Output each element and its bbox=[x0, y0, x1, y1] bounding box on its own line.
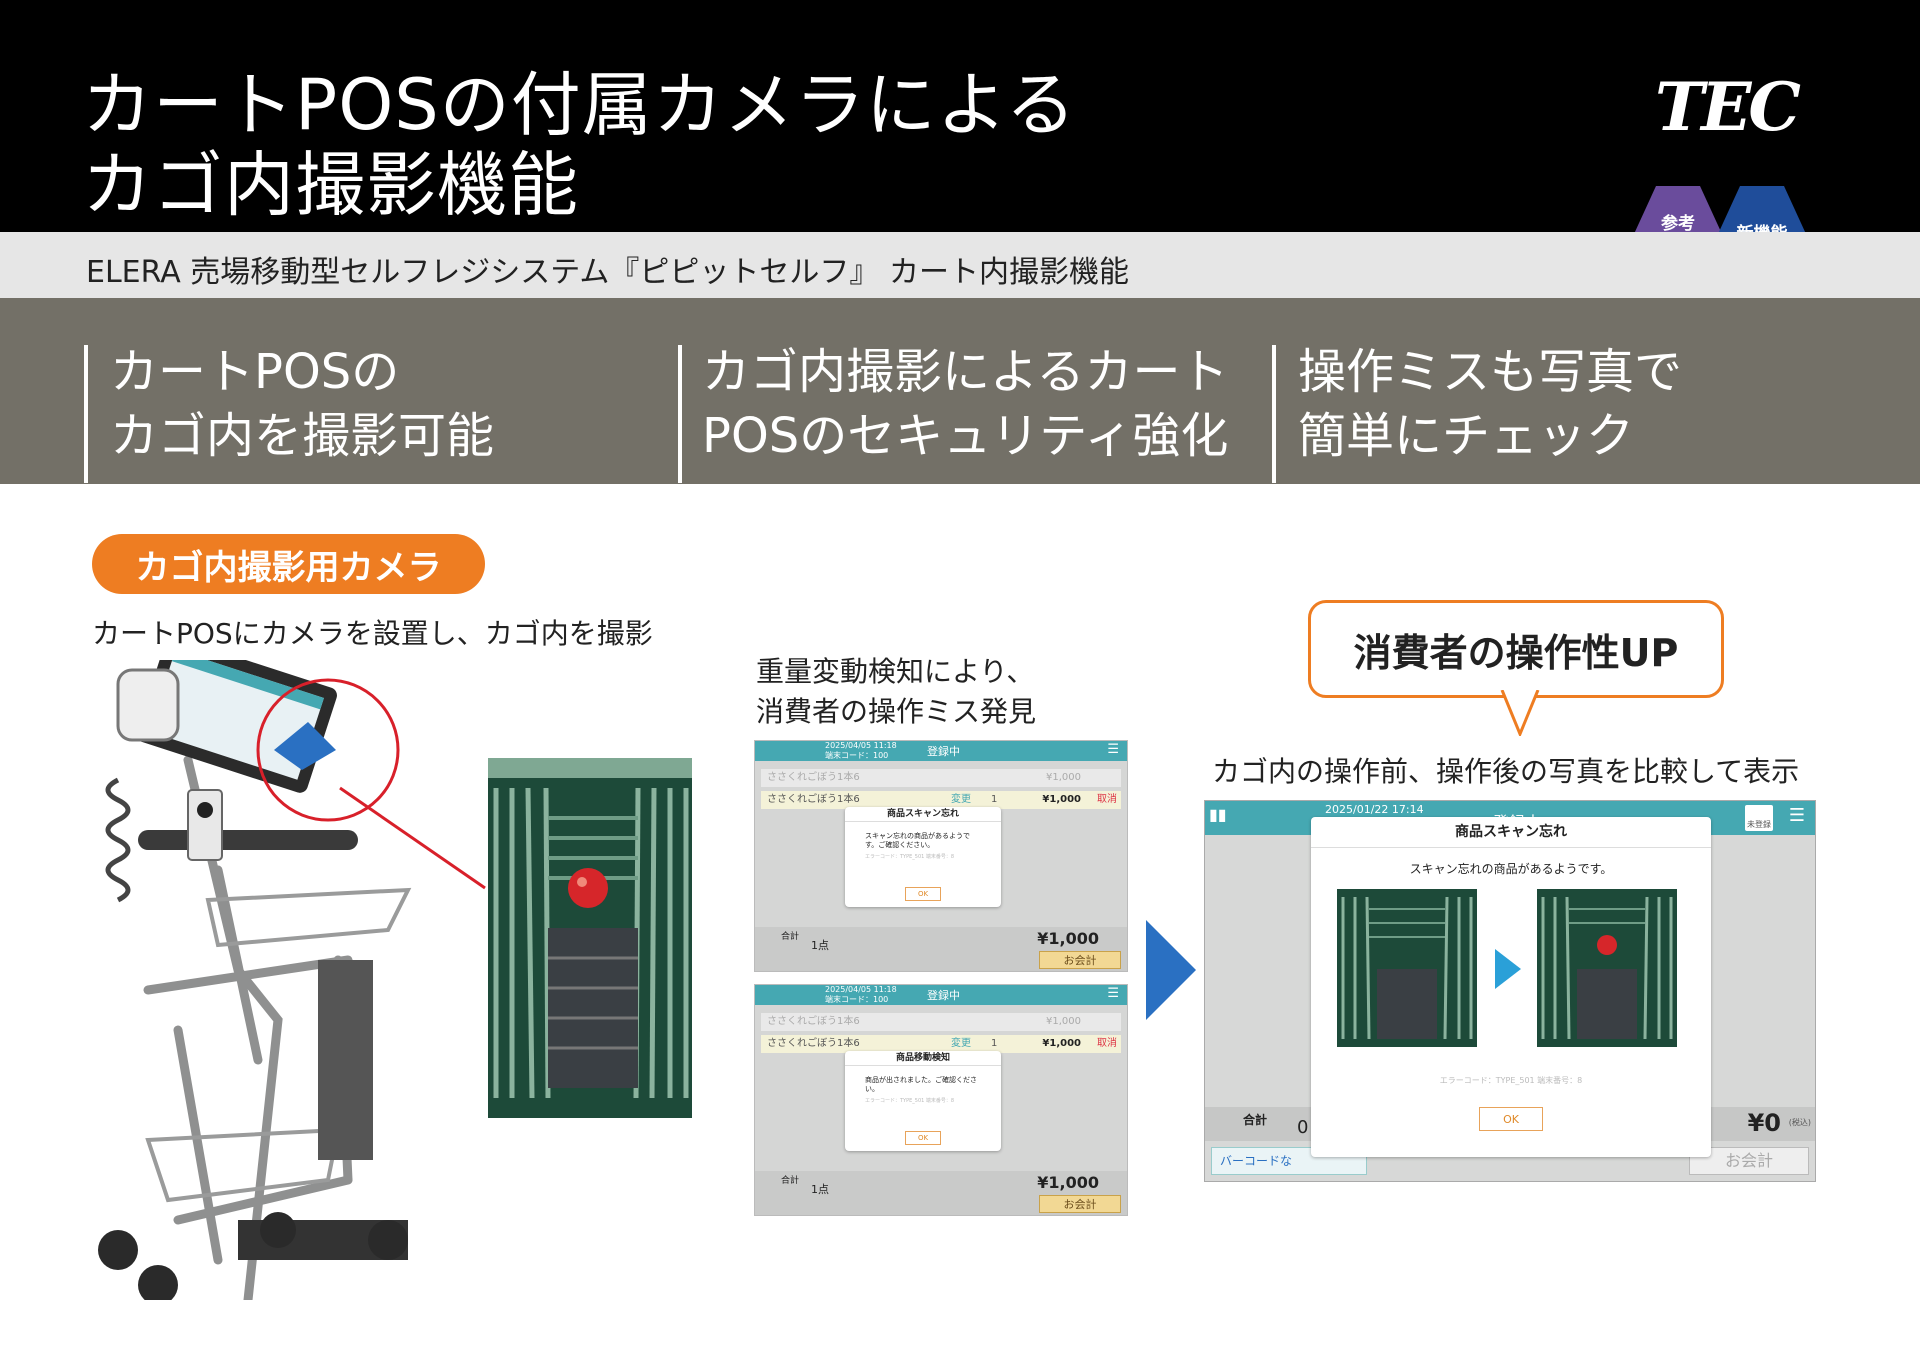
screen-topbar bbox=[755, 985, 1127, 1005]
basket-photo bbox=[488, 758, 692, 1118]
apple bbox=[1597, 935, 1617, 955]
battery-column bbox=[318, 960, 373, 1160]
menu-icon[interactable]: ☰ bbox=[1107, 986, 1119, 1001]
menu-icon[interactable]: ☰ bbox=[1788, 805, 1805, 826]
subtitle: ELERA 売場移動型セルフレジシステム『ピピットセルフ』 カート内撮影機能 bbox=[86, 255, 1129, 290]
comparison-caption: カゴ内の操作前、操作後の写真を比較して表示 bbox=[1212, 755, 1800, 788]
total-label: 合計 bbox=[1243, 1113, 1268, 1127]
usability-callout: 消費者の操作性UP bbox=[1308, 600, 1724, 698]
checkout-button[interactable]: お会計 bbox=[1039, 1195, 1121, 1213]
item-moved-screen: 2025/04/05 11:18 端末コード：100 登録中 ☰ ささくれごぼう… bbox=[754, 984, 1128, 1216]
camera-pill-label: カゴ内撮影用カメラ bbox=[92, 534, 485, 594]
terminal-code: 端末コード：100 bbox=[825, 751, 889, 760]
total-amount: ¥1,000 bbox=[1037, 1173, 1099, 1192]
total-label: 合計 bbox=[781, 932, 800, 942]
item-row-dim: ささくれごぼう1本6¥1,000 bbox=[761, 1013, 1121, 1031]
tec-logo: TEC bbox=[1655, 68, 1801, 146]
signal-icon: ▮▮ bbox=[1209, 805, 1227, 824]
checkout-button[interactable]: お会計 bbox=[1039, 951, 1121, 969]
ok-button[interactable]: OK bbox=[1479, 1107, 1543, 1131]
dialog-message: スキャン忘れの商品があるようです。 bbox=[1409, 862, 1613, 876]
status-label: 登録中 bbox=[927, 989, 960, 1002]
detection-caption: 重量変動検知により、 消費者の操作ミス発見 bbox=[756, 652, 1036, 732]
camera-caption: カートPOSにカメラを設置し、カゴ内を撮影 bbox=[92, 617, 653, 650]
page-title-line1: カートPOSの付属カメラによる bbox=[82, 64, 1077, 146]
dialog-title: 商品移動検知 bbox=[845, 1051, 1001, 1066]
apple bbox=[568, 868, 608, 908]
divider bbox=[84, 345, 88, 483]
comparison-screen: ▮▮ 2025/01/22 17:14 登録中 未登録 ☰ 合計 0 ¥0 (税… bbox=[1204, 800, 1816, 1182]
arrow-right-icon bbox=[1146, 920, 1196, 1020]
dialog-message: スキャン忘れの商品があるようで す。ご確認ください。 bbox=[865, 832, 970, 849]
highlight-callout bbox=[256, 678, 486, 890]
dialog: 商品移動検知 商品が出されました。ご確認くださ い。 エラーコード：TYPE_5… bbox=[845, 1051, 1001, 1151]
screen-time: 2025/01/22 17:14 bbox=[1325, 803, 1424, 816]
dialog-title: 商品スキャン忘れ bbox=[845, 807, 1001, 822]
divider bbox=[1272, 345, 1276, 483]
terminal-code: 端末コード：100 bbox=[825, 995, 889, 1004]
total-amount: ¥0 bbox=[1747, 1109, 1781, 1137]
detection-caption-line2: 消費者の操作ミス発見 bbox=[756, 695, 1037, 728]
dialog-error-code: エラーコード：TYPE_501 端末番号：8 bbox=[865, 1098, 955, 1104]
page-title-line2: カゴ内撮影機能 bbox=[82, 144, 579, 226]
callout-tail bbox=[1500, 690, 1540, 736]
dialog-error-code: エラーコード：TYPE_501 端末番号：8 bbox=[1439, 1076, 1583, 1085]
detection-caption-line1: 重量変動検知により、 bbox=[756, 655, 1035, 688]
header bbox=[0, 0, 1920, 232]
scan-forgot-screen: 2025/04/05 11:18 端末コード：100 登録中 ☰ ささくれごぼう… bbox=[754, 740, 1128, 972]
total-label: 合計 bbox=[781, 1176, 800, 1186]
before-photo bbox=[1337, 889, 1477, 1047]
after-photo bbox=[1537, 889, 1677, 1047]
feature-2-line2: POSのセキュリティ強化 bbox=[702, 408, 1229, 464]
tax-note: (税込) bbox=[1788, 1118, 1811, 1127]
screen-time: 2025/04/05 11:18 bbox=[825, 985, 897, 994]
member-card-icon[interactable]: 未登録 bbox=[1745, 805, 1773, 831]
feature-1-line2: カゴ内を撮影可能 bbox=[110, 408, 495, 464]
checkout-button[interactable]: お会計 bbox=[1689, 1147, 1809, 1175]
arrow-right-icon bbox=[1495, 949, 1521, 989]
feature-2: カゴ内撮影によるカート POSのセキュリティ強化 bbox=[702, 340, 1229, 468]
basket-camera bbox=[187, 789, 223, 861]
feature-3-line1: 操作ミスも写真で bbox=[1298, 344, 1683, 400]
feature-2-line1: カゴ内撮影によるカート bbox=[702, 344, 1229, 400]
screen-topbar bbox=[755, 741, 1127, 761]
dialog-message: 商品が出されました。ご確認くださ い。 bbox=[865, 1076, 977, 1093]
feature-1: カートPOSの カゴ内を撮影可能 bbox=[110, 340, 494, 468]
feature-band bbox=[0, 298, 1920, 484]
screen-time: 2025/04/05 11:18 bbox=[825, 741, 897, 750]
item-count: 1点 bbox=[811, 1183, 829, 1196]
dialog: 商品スキャン忘れ スキャン忘れの商品があるようで す。ご確認ください。 エラーコ… bbox=[845, 807, 1001, 907]
item-row-dim: ささくれごぼう1本6¥1,000 bbox=[761, 769, 1121, 787]
ok-button[interactable]: OK bbox=[905, 887, 941, 901]
subtitle-bar bbox=[0, 232, 1920, 298]
highlight-circle bbox=[256, 678, 400, 822]
menu-icon[interactable]: ☰ bbox=[1107, 742, 1119, 757]
leader-line bbox=[339, 786, 486, 890]
item-count: 1点 bbox=[811, 939, 829, 952]
cart-pos-illustration bbox=[98, 660, 412, 1300]
dialog-title: 商品スキャン忘れ bbox=[1311, 817, 1711, 848]
total-amount: ¥1,000 bbox=[1037, 929, 1099, 948]
feature-1-line1: カートPOSの bbox=[110, 344, 400, 400]
feature-3: 操作ミスも写真で 簡単にチェック bbox=[1298, 340, 1682, 468]
status-label: 登録中 bbox=[927, 745, 960, 758]
item-count: 0 bbox=[1297, 1117, 1309, 1138]
divider bbox=[678, 345, 682, 483]
dialog: 商品スキャン忘れ スキャン忘れの商品があるようです。 bbox=[1311, 817, 1711, 1157]
feature-3-line2: 簡単にチェック bbox=[1298, 408, 1635, 464]
ok-button[interactable]: OK bbox=[905, 1131, 941, 1145]
dialog-error-code: エラーコード：TYPE_501 端末番号：8 bbox=[865, 854, 955, 860]
